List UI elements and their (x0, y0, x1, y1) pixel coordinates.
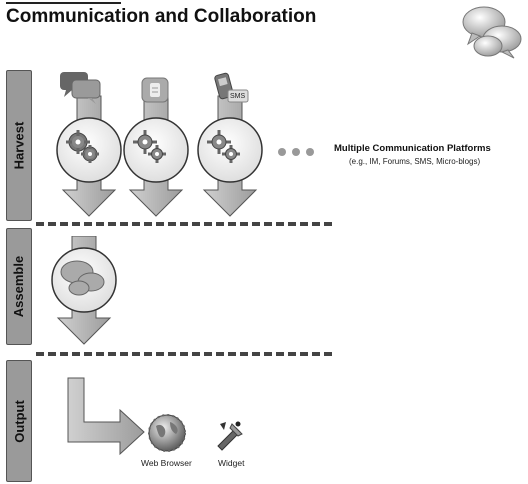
assemble-column (51, 236, 117, 345)
im-chat-icon (60, 72, 101, 104)
chat-bubbles-icon (462, 6, 522, 59)
platforms-subtitle: (e.g., IM, Forums, SMS, Micro-blogs) (349, 157, 481, 166)
sms-phone-icon (214, 72, 249, 103)
sms-badge: SMS (230, 93, 246, 100)
harvest-label: Harvest (6, 70, 32, 221)
harvest-forums-gears-icon (133, 130, 166, 163)
title-rule (6, 2, 121, 4)
web-browser-label: Web Browser (141, 458, 192, 468)
widget-label: Widget (218, 458, 245, 468)
web-browser-globe-icon (148, 414, 186, 452)
separator-harvest-assemble (36, 222, 332, 226)
platforms-title: Multiple Communication Platforms (334, 143, 491, 154)
output-arrow (67, 377, 145, 456)
separator-assemble-output (36, 352, 332, 356)
harvest-im-gears-icon (66, 130, 99, 163)
page-title: Communication and Collaboration (6, 6, 317, 27)
harvest-sms-gears-icon (207, 130, 240, 163)
forum-icon (141, 77, 169, 103)
assemble-label: Assemble (6, 228, 32, 345)
widget-icon (217, 421, 243, 451)
output-label: Output (6, 360, 32, 482)
more-platforms-dots-icon (278, 148, 314, 156)
